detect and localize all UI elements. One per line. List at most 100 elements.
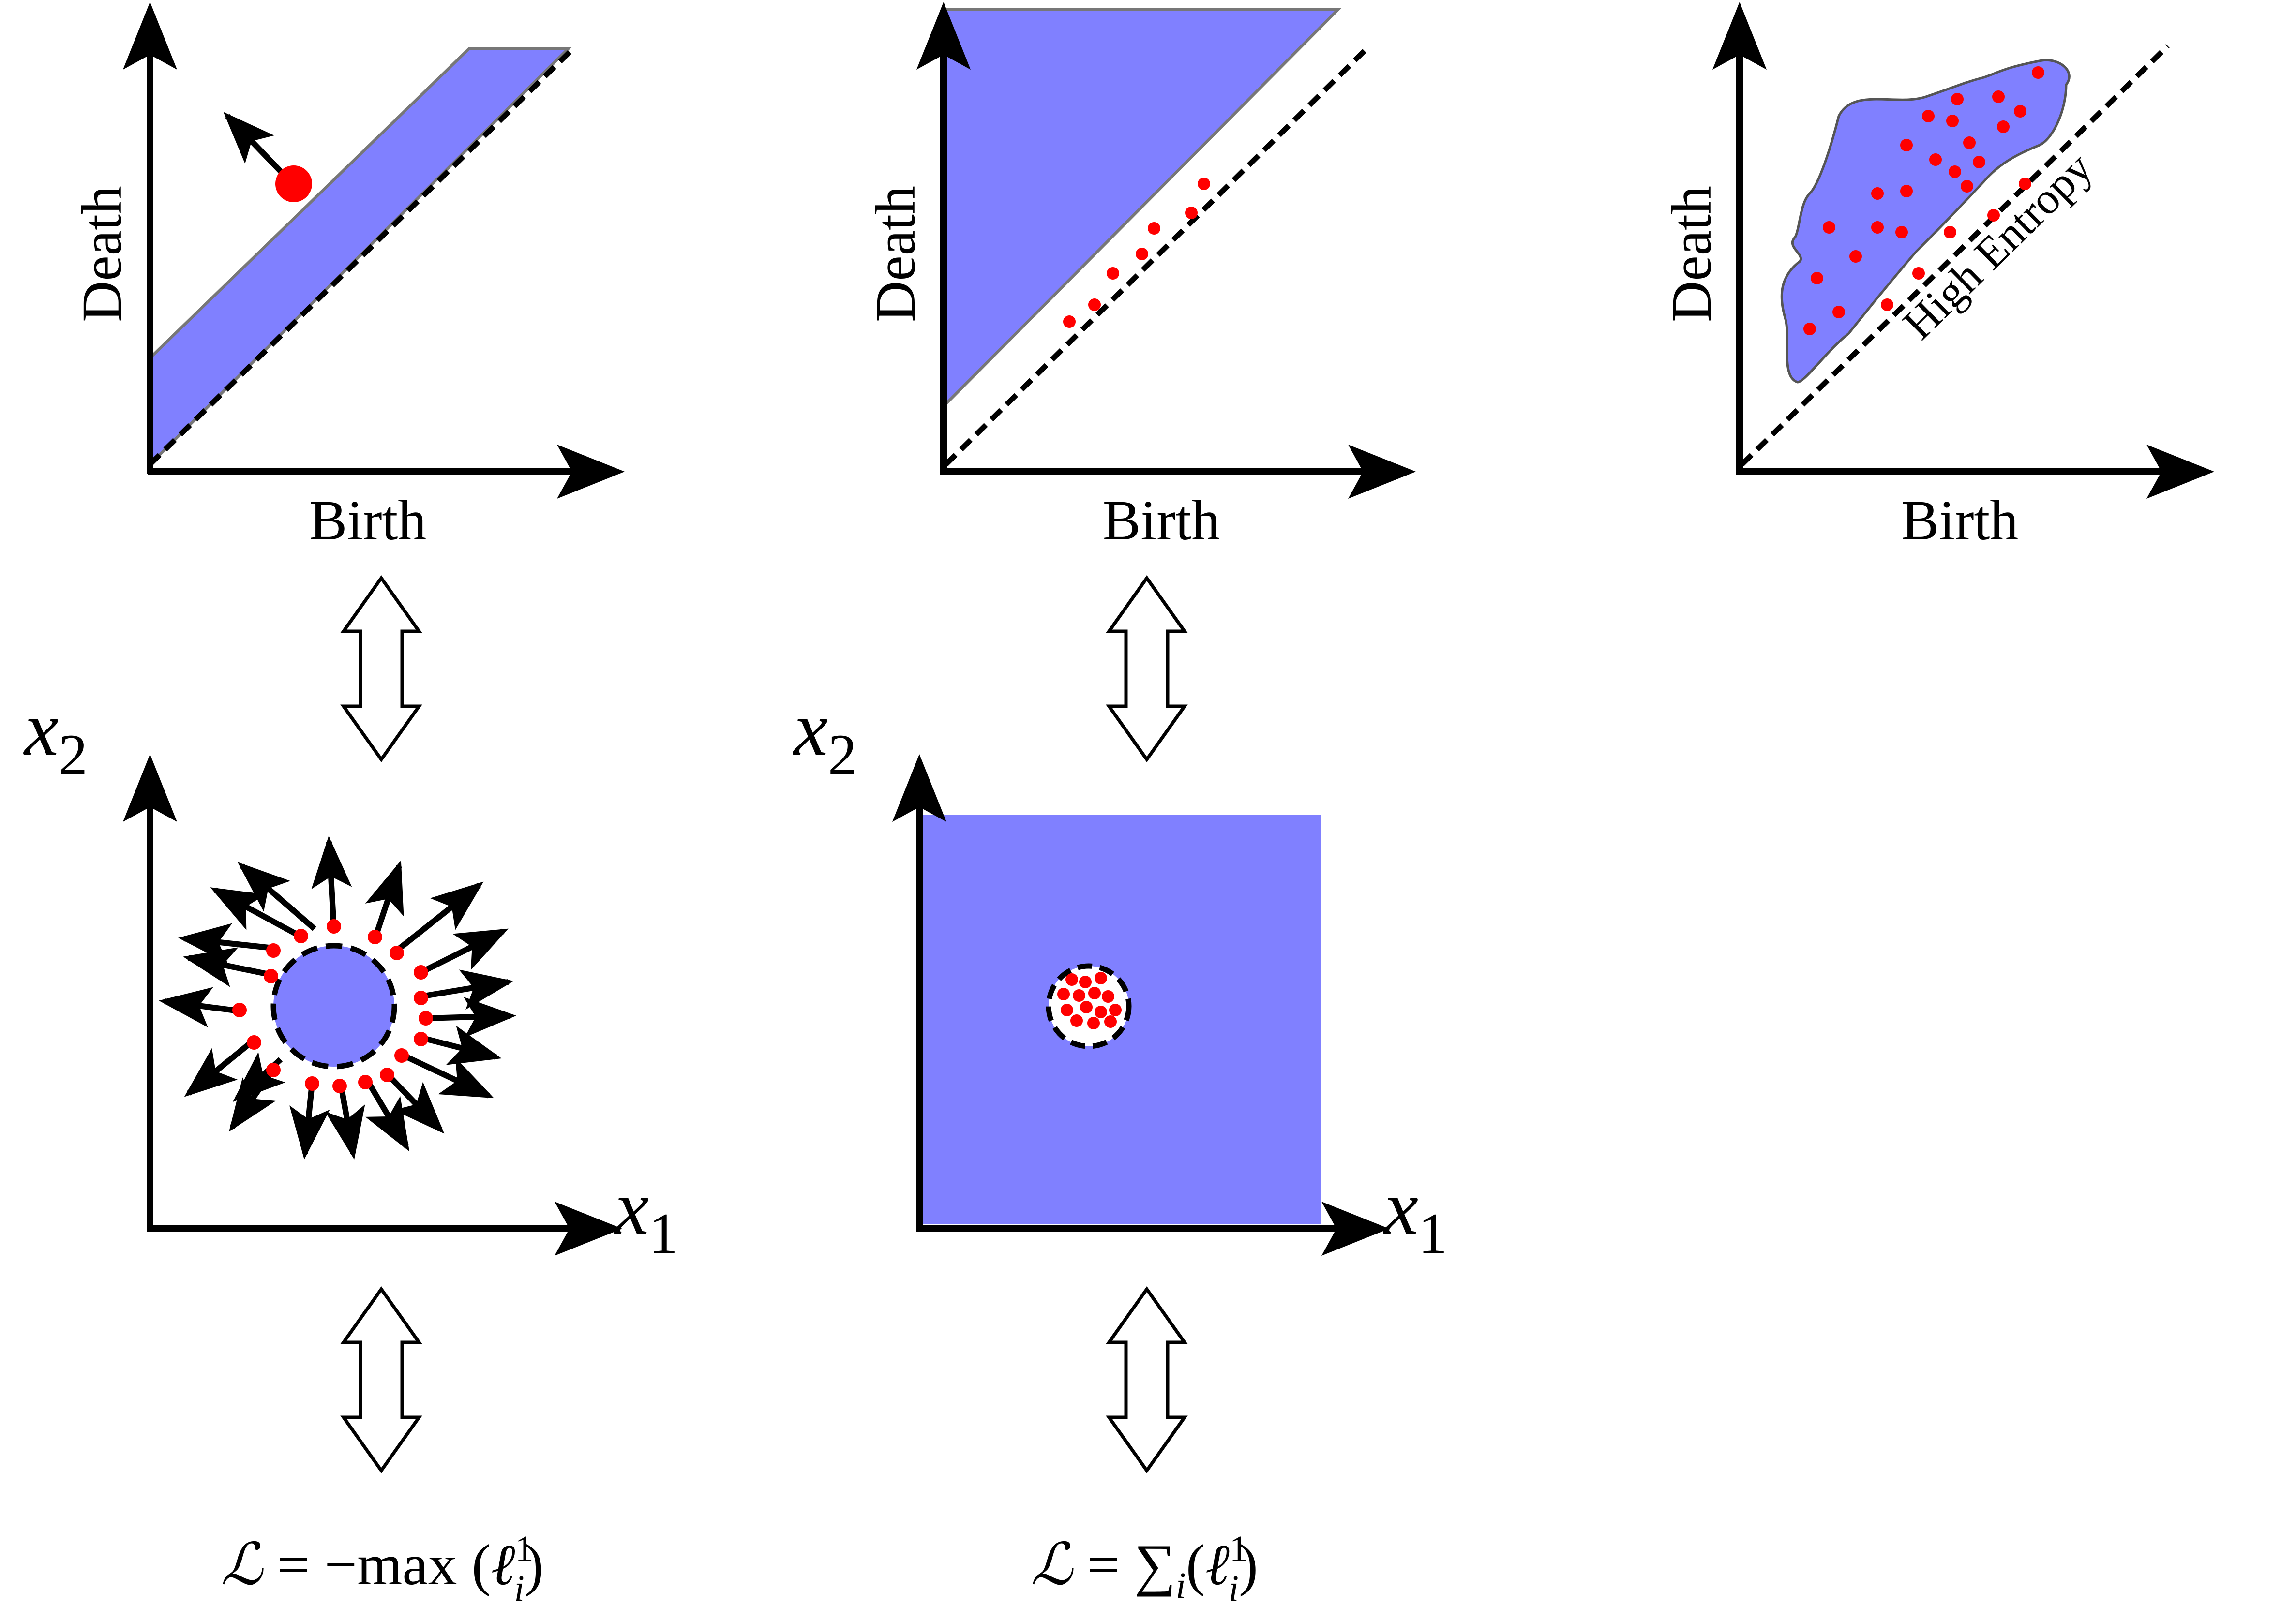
- formula-left-L: ℒ: [221, 1532, 264, 1597]
- pd-point: [1900, 139, 1913, 151]
- data-point: [1065, 973, 1078, 986]
- data-point: [1095, 1006, 1107, 1018]
- pd-point: [1871, 221, 1884, 234]
- data-point: [305, 1076, 319, 1091]
- data-point: [327, 919, 341, 934]
- outward-arrow: [420, 928, 509, 975]
- pd-point: [1946, 115, 1959, 127]
- outward-arrow: [400, 1052, 494, 1099]
- pd-point: [1107, 267, 1119, 280]
- space-left-xlabel-var: x: [614, 1164, 649, 1250]
- data-point: [394, 1048, 409, 1063]
- pd-right-xlabel: Birth: [1901, 489, 2019, 552]
- data-point: [264, 969, 278, 983]
- space-middle-points: [1057, 972, 1122, 1029]
- formula-left-idx: i: [514, 1568, 525, 1606]
- outward-arrow: [210, 887, 301, 939]
- formula-middle-lp: (: [1186, 1532, 1205, 1597]
- pd-middle-xlabel: Birth: [1103, 489, 1220, 552]
- space-left-xlabel-sub: 1: [649, 1201, 678, 1265]
- outward-arrow: [395, 881, 484, 953]
- formula-middle-eq: =: [1073, 1532, 1135, 1597]
- space-middle-ylabel-var: x: [793, 685, 828, 772]
- data-point: [414, 991, 428, 1005]
- double-arrow-icon: [1106, 1286, 1188, 1474]
- data-point: [414, 1032, 428, 1046]
- data-point: [414, 965, 428, 980]
- formula-middle-sum-idx: i: [1176, 1565, 1186, 1606]
- formula-left-sup: 1: [515, 1529, 534, 1569]
- data-point: [1080, 1001, 1093, 1013]
- data-point: [1073, 989, 1085, 1002]
- pd-point: [1951, 93, 1964, 105]
- outward-arrow: [178, 923, 274, 964]
- data-point: [332, 1079, 347, 1093]
- formula-left-ell: ℓ: [491, 1532, 515, 1597]
- outward-arrow: [325, 1085, 365, 1160]
- data-point: [247, 1035, 261, 1050]
- pd-point: [1987, 209, 2000, 222]
- space-middle-xlabel: x1: [1383, 1164, 1447, 1265]
- outward-arrow: [385, 1071, 445, 1134]
- pd-point: [1895, 226, 1908, 238]
- pd-point: [2019, 178, 2031, 190]
- outward-arrow: [159, 987, 240, 1027]
- data-point: [1070, 1014, 1083, 1027]
- outward-arrow: [184, 1038, 256, 1097]
- pd-point: [1949, 165, 1961, 178]
- pd-point: [2014, 105, 2026, 118]
- data-point: [1057, 988, 1070, 1000]
- space-left-hole: [270, 943, 397, 1070]
- pd-point: [1803, 323, 1816, 335]
- pd-point: [1944, 226, 1956, 238]
- pd-point: [1185, 207, 1198, 219]
- pd-middle-points: [1063, 178, 1210, 328]
- pd-right-points: [1803, 66, 2044, 335]
- pd-point: [1900, 185, 1913, 197]
- data-point: [1102, 990, 1114, 1003]
- pd-right-blob: [1780, 59, 2071, 384]
- pd-point: [1992, 90, 2005, 103]
- outward-arrow: [365, 1079, 410, 1152]
- data-point: [1095, 972, 1107, 984]
- space-left-ylabel-var: x: [23, 685, 59, 772]
- pd-point: [1823, 221, 1835, 234]
- outward-arrow: [420, 969, 514, 1010]
- pd-right-diagonal: [1740, 44, 2170, 466]
- pd-left: Birth Death: [70, 2, 625, 552]
- space-middle-ylabel-sub: 2: [828, 722, 857, 787]
- double-arrow-icon: [340, 1286, 422, 1474]
- space-left-xlabel: x1: [614, 1164, 678, 1265]
- outward-arrow: [311, 836, 352, 929]
- space-middle-xlabel-var: x: [1383, 1164, 1418, 1250]
- data-point: [1087, 1017, 1100, 1029]
- pd-point: [1148, 222, 1160, 235]
- formula-middle-sum: ∑: [1134, 1532, 1176, 1597]
- outward-arrow: [425, 996, 516, 1038]
- pd-point: [1963, 136, 1976, 149]
- pd-point: [1811, 272, 1823, 284]
- pd-point: [1922, 110, 1935, 122]
- pd-right-ylabel: Death: [1660, 186, 1723, 322]
- data-point: [368, 930, 382, 944]
- data-point: [380, 1068, 394, 1082]
- pd-point: [1961, 180, 1973, 193]
- pd-point: [1881, 298, 1893, 311]
- data-point: [419, 1011, 433, 1026]
- pd-left-push-arrow: [223, 112, 293, 184]
- formula-left-rp: ): [525, 1532, 544, 1597]
- pd-left-point: [275, 165, 312, 202]
- formula-middle-L: ℒ: [1031, 1532, 1074, 1597]
- pd-middle-ylabel: Death: [864, 186, 927, 322]
- pd-point: [1063, 315, 1076, 328]
- data-point: [1104, 1015, 1117, 1028]
- outward-arrow: [289, 1083, 330, 1160]
- pd-point: [1198, 178, 1210, 190]
- outward-arrow: [365, 860, 404, 939]
- pd-point: [1832, 306, 1845, 318]
- pd-left-diagonal: [148, 46, 575, 466]
- data-point: [294, 929, 308, 943]
- pd-point: [1849, 250, 1862, 263]
